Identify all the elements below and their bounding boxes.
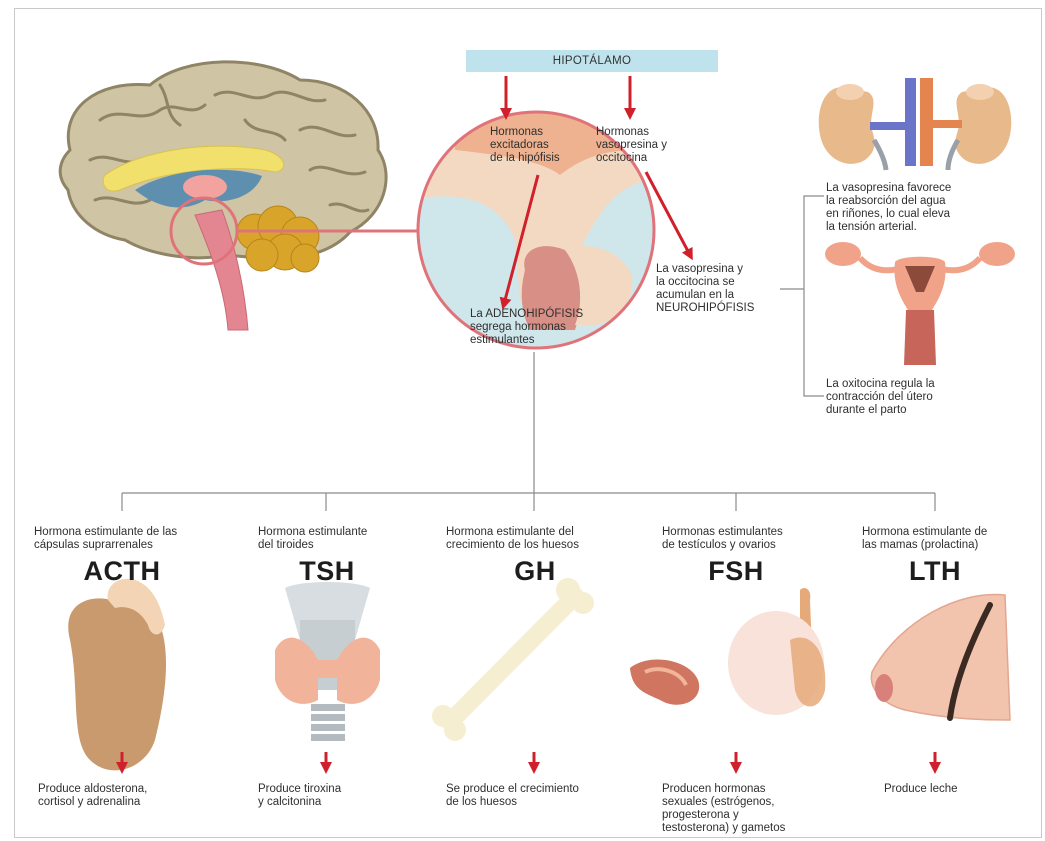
- kidney-illustration: [819, 78, 1012, 170]
- kidney-note: La vasopresina favorece la reabsorción d…: [826, 182, 951, 234]
- hormone-effect-gh: Se produce el crecimiento de los huesos: [446, 783, 579, 809]
- hypothalamus-label: HIPOTÁLAMO: [466, 50, 718, 72]
- gonads-icon: [630, 588, 825, 715]
- hormone-tree: [122, 352, 935, 511]
- hormone-acronym-tsh: TSH: [267, 556, 387, 587]
- effect-arrows: [122, 752, 935, 768]
- hormone-description-acth: Hormona estimulante de las cápsulas supr…: [34, 526, 177, 552]
- hormone-description-tsh: Hormona estimulante del tiroides: [258, 526, 367, 552]
- hormone-description-fsh: Hormonas estimulantes de testículos y ov…: [662, 526, 783, 552]
- hormone-acronym-gh: GH: [475, 556, 595, 587]
- uterus-illustration: [825, 242, 1015, 365]
- breast-icon: [871, 594, 1010, 720]
- hormone-effect-acth: Produce aldosterona, cortisol y adrenali…: [38, 783, 147, 809]
- uterus-note: La oxitocina regula la contracción del ú…: [826, 378, 935, 417]
- hormone-acronym-acth: ACTH: [62, 556, 182, 587]
- thyroid-icon: [275, 582, 380, 741]
- vasopressin-hormones-label: Hormonas vasopresina y occitocina: [596, 126, 667, 165]
- hormone-acronym-fsh: FSH: [676, 556, 796, 587]
- bone-icon: [432, 578, 594, 741]
- adrenal-gland-icon: [68, 579, 166, 771]
- side-bracket: [780, 196, 824, 396]
- excitatory-hormones-label: Hormonas excitadoras de la hipófisis: [490, 126, 560, 165]
- hormone-effect-fsh: Producen hormonas sexuales (estrógenos, …: [662, 783, 785, 835]
- hormone-effect-lth: Produce leche: [884, 783, 958, 796]
- hormone-description-gh: Hormona estimulante del crecimiento de l…: [446, 526, 579, 552]
- neurohypophysis-label: La vasopresina y la occitocina se acumul…: [656, 263, 754, 315]
- adenohypophysis-label: La ADENOHIPÓFISIS segrega hormonas estim…: [470, 308, 583, 347]
- brain-illustration: [60, 62, 386, 330]
- hormone-description-lth: Hormona estimulante de las mamas (prolac…: [862, 526, 987, 552]
- hormone-acronym-lth: LTH: [875, 556, 995, 587]
- hormone-effect-tsh: Produce tiroxina y calcitonina: [258, 783, 341, 809]
